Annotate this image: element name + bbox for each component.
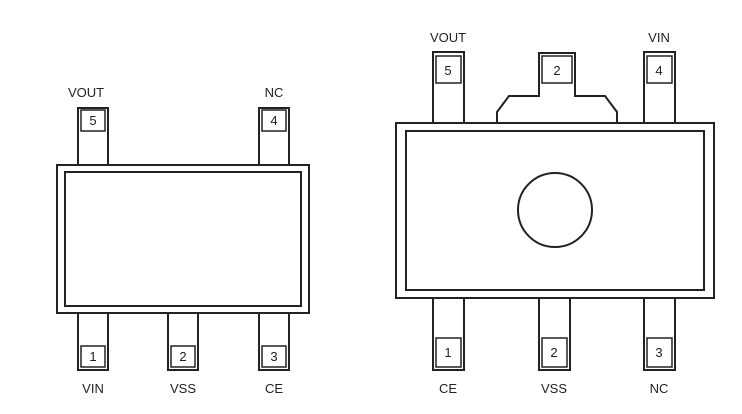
right-pin-3-number: 3 bbox=[655, 345, 662, 360]
left-package bbox=[56, 107, 310, 371]
left-pin-2-number: 2 bbox=[179, 349, 186, 364]
left-package-body bbox=[56, 164, 310, 314]
right-package bbox=[395, 51, 715, 371]
right-pin-2 bbox=[538, 297, 571, 371]
right-pin-2-number: 2 bbox=[550, 345, 557, 360]
right-pin-1-number: 1 bbox=[444, 345, 451, 360]
left-pin-5-number: 5 bbox=[89, 113, 96, 128]
left-pin-3 bbox=[258, 312, 290, 371]
right-tab-pin-2-number: 2 bbox=[553, 63, 560, 78]
left-pin-3-name: CE bbox=[265, 381, 283, 396]
left-pin-4-name: NC bbox=[265, 85, 284, 100]
right-tab-pin-2 bbox=[496, 52, 618, 124]
left-pin-5-name: VOUT bbox=[68, 85, 104, 100]
right-pin-4-name: VIN bbox=[648, 30, 670, 45]
right-pin-3-name: NC bbox=[650, 381, 669, 396]
right-pin-1-name: CE bbox=[439, 381, 457, 396]
right-pin-3 bbox=[643, 297, 676, 371]
right-pin-4-number: 4 bbox=[655, 63, 662, 78]
right-pin-5-number: 5 bbox=[444, 63, 451, 78]
right-pin-5-name: VOUT bbox=[430, 30, 466, 45]
left-pin-2-name: VSS bbox=[170, 381, 196, 396]
right-pin-1 bbox=[432, 297, 465, 371]
left-pin-4-number: 4 bbox=[270, 113, 277, 128]
pin-1-marker-circle bbox=[517, 172, 593, 248]
left-pin-1-name: VIN bbox=[82, 381, 104, 396]
left-pin-3-number: 3 bbox=[270, 349, 277, 364]
left-pin-1-number: 1 bbox=[89, 349, 96, 364]
left-pin-1 bbox=[77, 312, 109, 371]
right-pin-2-name: VSS bbox=[541, 381, 567, 396]
right-package-body bbox=[395, 122, 715, 299]
right-package-inner-outline bbox=[405, 130, 705, 291]
left-package-inner-outline bbox=[64, 171, 302, 307]
left-pin-2 bbox=[167, 312, 199, 371]
